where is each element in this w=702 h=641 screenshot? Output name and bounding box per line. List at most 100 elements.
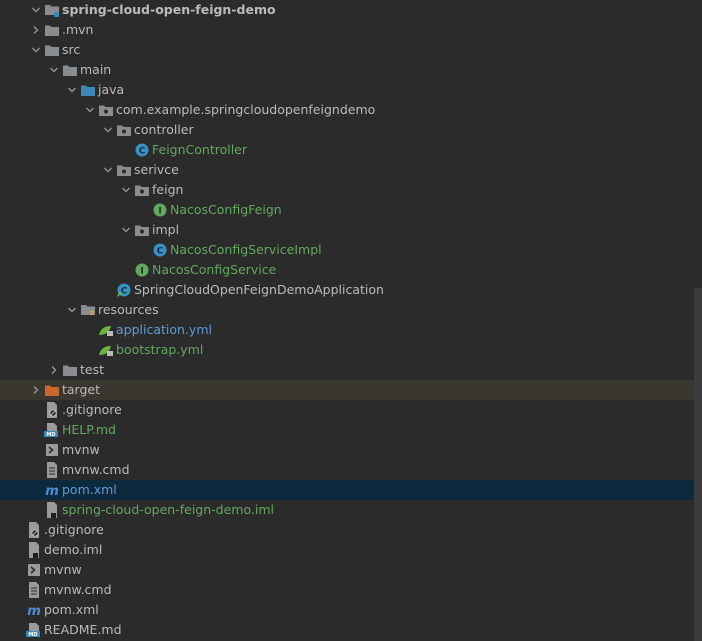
- tree-node-serivce[interactable]: serivce: [0, 160, 702, 180]
- tree-node-label: .mvn: [62, 22, 94, 37]
- chevron-right-icon[interactable]: [28, 380, 44, 400]
- chevron-down-icon[interactable]: [100, 120, 116, 140]
- tree-node-label: pom.xml: [44, 602, 99, 617]
- vertical-scrollbar[interactable]: [694, 288, 702, 641]
- tree-node-mvnw[interactable]: mvnw: [0, 440, 702, 460]
- tree-node-label: .gitignore: [44, 522, 104, 537]
- tree-node-label: mvnw: [44, 562, 82, 577]
- tree-node-mvnw-cmd[interactable]: mvnw.cmd: [0, 580, 702, 600]
- chevron-down-icon[interactable]: [64, 300, 80, 320]
- iml-file-icon: [44, 502, 60, 518]
- svg-text:m: m: [45, 484, 59, 497]
- tree-node-resources[interactable]: resources: [0, 300, 702, 320]
- chevron-down-icon[interactable]: [28, 0, 44, 20]
- chevron-down-icon[interactable]: [118, 180, 134, 200]
- tree-spacer: [10, 520, 26, 540]
- tree-node-controller[interactable]: controller: [0, 120, 702, 140]
- tree-node-demo-iml[interactable]: demo.iml: [0, 540, 702, 560]
- tree-node-label: resources: [98, 302, 159, 317]
- tree-node-feign[interactable]: feign: [0, 180, 702, 200]
- tree-node-src[interactable]: src: [0, 40, 702, 60]
- tree-node-mvnw[interactable]: mvnw: [0, 560, 702, 580]
- tree-node-label: src: [62, 42, 81, 57]
- svg-text:MD: MD: [28, 632, 37, 637]
- package-icon: [134, 182, 150, 198]
- excluded-folder-icon: [44, 382, 60, 398]
- markdown-icon: MD: [26, 622, 42, 638]
- chevron-down-icon[interactable]: [64, 80, 80, 100]
- tree-node-spring-cloud-open-feign-demo-iml[interactable]: spring-cloud-open-feign-demo.iml: [0, 500, 702, 520]
- svg-text:m: m: [27, 604, 41, 617]
- interface-icon: I: [152, 202, 168, 218]
- tree-node-java[interactable]: java: [0, 80, 702, 100]
- tree-spacer: [28, 480, 44, 500]
- tree-node-nacosconfigservice[interactable]: I NacosConfigService: [0, 260, 702, 280]
- folder-icon: [44, 42, 60, 58]
- tree-node-application-yml[interactable]: application.yml: [0, 320, 702, 340]
- chevron-right-icon[interactable]: [28, 20, 44, 40]
- tree-node-label: SpringCloudOpenFeignDemoApplication: [134, 282, 384, 297]
- tree-node-label: NacosConfigServiceImpl: [170, 242, 322, 257]
- tree-node-mvn[interactable]: .mvn: [0, 20, 702, 40]
- text-file-icon: [26, 582, 42, 598]
- svg-text:C: C: [121, 286, 128, 296]
- tree-node-label: mvnw: [62, 442, 100, 457]
- spring-app-icon: C: [116, 282, 132, 298]
- chevron-down-icon[interactable]: [82, 100, 98, 120]
- maven-icon: m: [44, 482, 60, 498]
- tree-node-spring-cloud-open-feign-demo[interactable]: spring-cloud-open-feign-demo: [0, 0, 702, 20]
- iml-file-icon: [26, 542, 42, 558]
- package-icon: [116, 162, 132, 178]
- tree-node-gitignore[interactable]: .gitignore: [0, 400, 702, 420]
- tree-node-nacosconfigserviceimpl[interactable]: C NacosConfigServiceImpl: [0, 240, 702, 260]
- tree-spacer: [10, 540, 26, 560]
- tree-node-label: impl: [152, 222, 180, 237]
- svg-text:C: C: [157, 246, 164, 256]
- folder-icon: [62, 62, 78, 78]
- tree-node-mvnw-cmd[interactable]: mvnw.cmd: [0, 460, 702, 480]
- tree-node-label: bootstrap.yml: [116, 342, 204, 357]
- tree-node-readme-md[interactable]: MD README.md: [0, 620, 702, 640]
- shell-file-icon: [26, 562, 42, 578]
- tree-node-label: pom.xml: [62, 482, 117, 497]
- tree-node-springcloudopenfeigndemoapplication[interactable]: C SpringCloudOpenFeignDemoApplication: [0, 280, 702, 300]
- spring-yml-icon: [98, 342, 114, 358]
- tree-spacer: [136, 200, 152, 220]
- tree-node-test[interactable]: test: [0, 360, 702, 380]
- chevron-down-icon[interactable]: [28, 40, 44, 60]
- tree-node-label: NacosConfigService: [152, 262, 277, 277]
- tree-spacer: [10, 600, 26, 620]
- svg-text:I: I: [140, 266, 143, 276]
- tree-spacer: [28, 400, 44, 420]
- tree-node-impl[interactable]: impl: [0, 220, 702, 240]
- tree-node-main[interactable]: main: [0, 60, 702, 80]
- tree-spacer: [10, 620, 26, 640]
- tree-spacer: [10, 580, 26, 600]
- tree-node-label: mvnw.cmd: [44, 582, 112, 597]
- tree-node-bootstrap-yml[interactable]: bootstrap.yml: [0, 340, 702, 360]
- chevron-down-icon[interactable]: [118, 220, 134, 240]
- interface-icon: I: [134, 262, 150, 278]
- package-icon: [134, 222, 150, 238]
- tree-spacer: [28, 500, 44, 520]
- tree-node-label: controller: [134, 122, 194, 137]
- tree-node-label: README.md: [44, 622, 122, 637]
- svg-text:C: C: [139, 146, 146, 156]
- tree-spacer: [118, 140, 134, 160]
- chevron-down-icon[interactable]: [100, 160, 116, 180]
- tree-spacer: [28, 440, 44, 460]
- tree-spacer: [28, 420, 44, 440]
- folder-icon: [44, 22, 60, 38]
- class-icon: C: [134, 142, 150, 158]
- chevron-right-icon[interactable]: [46, 360, 62, 380]
- tree-node-target[interactable]: target: [0, 380, 702, 400]
- tree-node-com-example-springcloudopenfeigndemo[interactable]: com.example.springcloudopenfeigndemo: [0, 100, 702, 120]
- chevron-down-icon[interactable]: [46, 60, 62, 80]
- tree-spacer: [100, 280, 116, 300]
- tree-node-gitignore[interactable]: .gitignore: [0, 520, 702, 540]
